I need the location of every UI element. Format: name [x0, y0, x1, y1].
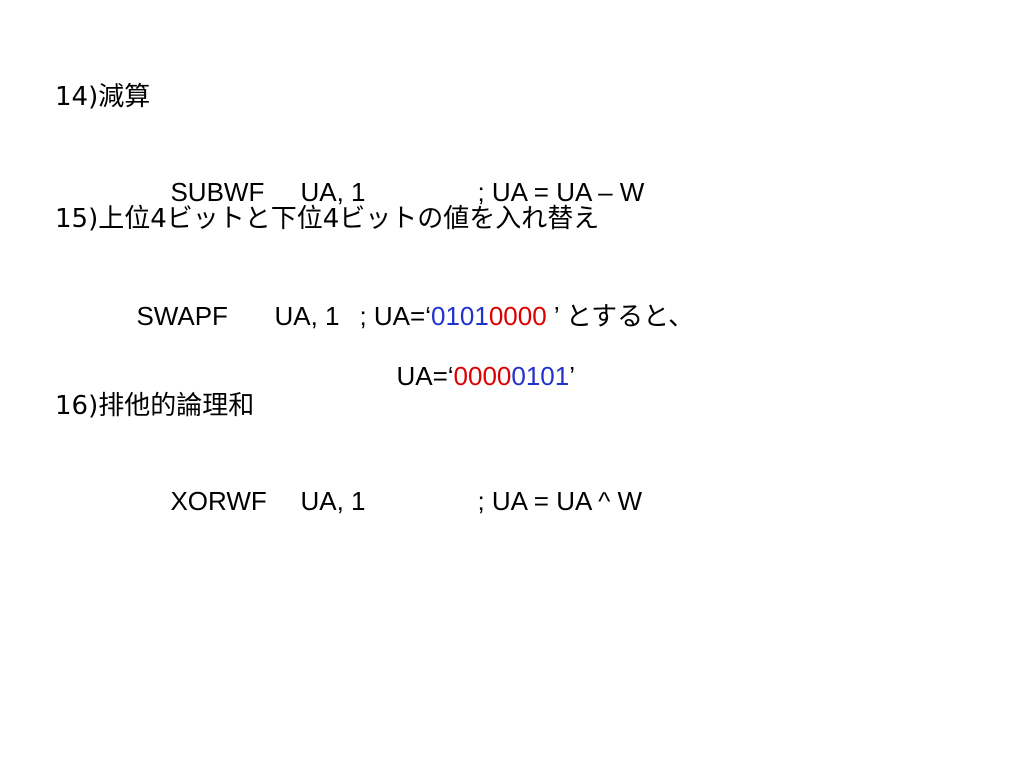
code-line-xorwf: XORWF UA, 1 ; UA = UA ^ W [156, 450, 642, 518]
result-open-quote: ‘ [447, 361, 454, 391]
before-lower-nibble: 0000 [488, 301, 547, 331]
close-quote-tail: ’ とすると、 [546, 301, 695, 331]
result-prefix: UA= [396, 361, 448, 391]
code-line-swapf: SWAPF UA, 1 ; UA=‘01010000 ’ とすると、 [122, 265, 694, 333]
operand-subwf: UA, 1 [300, 177, 366, 207]
operand-swapf: UA, 1 [274, 301, 340, 331]
result-close-quote: ’ [569, 361, 576, 391]
heading-16-xor: 16)排他的論理和 [55, 391, 255, 421]
heading-15-swap-nibbles: 15)上位4ビットと下位4ビットの値を入れ替え [55, 204, 600, 234]
operand-xorwf: UA, 1 [300, 486, 366, 516]
comment-xorwf: ; UA = UA ^ W [477, 486, 643, 516]
code-line-swapf-result: UA=‘00000101’ [382, 325, 575, 393]
before-upper-nibble: 0101 [430, 301, 489, 331]
mnemonic-xorwf: XORWF [170, 486, 267, 516]
comment-swapf-prefix: ; UA= [359, 301, 426, 331]
after-lower-nibble: 0101 [511, 361, 570, 391]
open-quote: ‘ [425, 301, 431, 331]
mnemonic-swapf: SWAPF [136, 301, 228, 331]
after-upper-nibble: 0000 [453, 361, 512, 391]
code-line-subwf: SUBWF UA, 1 ; UA = UA – W [156, 141, 644, 209]
heading-14-subtraction: 14)減算 [55, 82, 151, 112]
comment-subwf: ; UA = UA – W [477, 177, 645, 207]
mnemonic-subwf: SUBWF [170, 177, 265, 207]
